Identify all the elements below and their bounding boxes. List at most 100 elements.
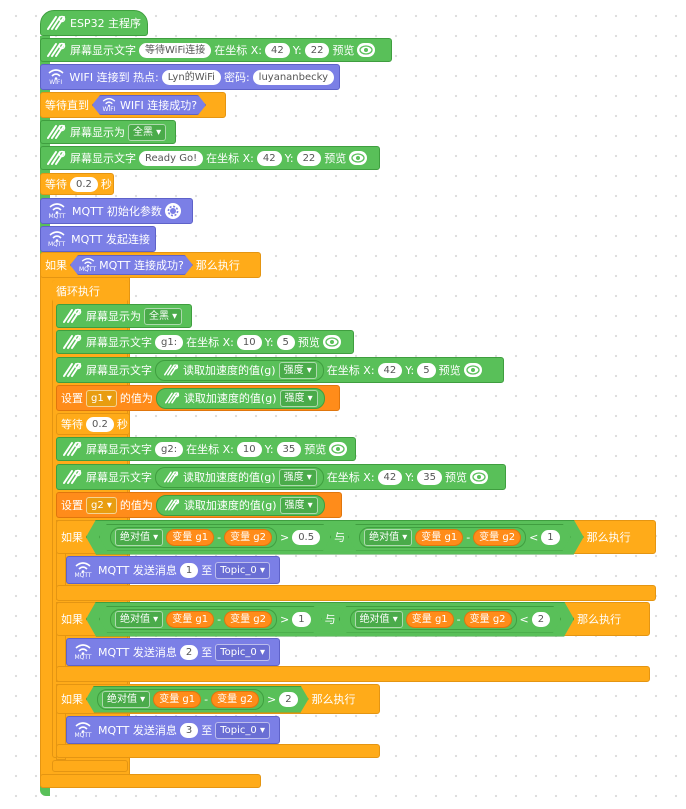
screen-show-text-block[interactable]: 屏幕显示文字 读取加速度的值(g) 强度 ▾ 在坐标 X: 42 Y: 5 预览	[56, 357, 504, 383]
abs-dropdown[interactable]: 绝对值 ▾	[355, 611, 403, 628]
mqtt-send-block[interactable]: MQTT MQTT 发送消息 3 至 Topic_0 ▾	[66, 716, 280, 744]
loop-forever-header[interactable]: 循环执行	[52, 280, 128, 302]
topic-dropdown[interactable]: Topic_0 ▾	[215, 561, 270, 579]
text-input[interactable]: g1:	[155, 334, 184, 350]
wait-seconds-block[interactable]: 等待 0.2 秒	[56, 413, 130, 435]
if-block-3-header[interactable]: 如果 绝对值 ▾ 变量 g1 - 变量 g2 > 2 那么执行	[56, 684, 380, 714]
wait-seconds-block[interactable]: 等待 0.2 秒	[40, 173, 114, 195]
screen-fill-block[interactable]: 屏幕显示为 全黑 ▾	[40, 120, 176, 144]
variable-g2[interactable]: 变量 g2	[464, 611, 512, 628]
mqtt-init-block[interactable]: MQTT MQTT 初始化参数	[40, 198, 193, 224]
x-input[interactable]: 42	[256, 150, 282, 166]
read-accel-reporter[interactable]: 读取加速度的值(g) 强度 ▾	[155, 466, 324, 488]
variable-g2[interactable]: 变量 g2	[224, 611, 272, 628]
topic-dropdown[interactable]: Topic_0 ▾	[215, 721, 270, 739]
variable-g1[interactable]: 变量 g1	[406, 611, 454, 628]
abs-reporter[interactable]: 绝对值 ▾ 变量 g1 - 变量 g2	[110, 527, 277, 548]
set-variable-block[interactable]: 设置 g2 ▾ 的值为 读取加速度的值(g) 强度 ▾	[56, 492, 342, 518]
text-input[interactable]: g2:	[155, 441, 184, 457]
eye-icon[interactable]	[329, 442, 348, 456]
greater-than-condition[interactable]: 绝对值 ▾ 变量 g1 - 变量 g2 > 1	[99, 606, 322, 633]
screen-show-text-block[interactable]: 屏幕显示文字 等待WiFi连接 在坐标 X: 42 Y: 22 预览	[40, 38, 392, 62]
x-input[interactable]: 42	[377, 362, 403, 378]
abs-reporter[interactable]: 绝对值 ▾ 变量 g1 - 变量 g2	[350, 609, 517, 630]
greater-than-condition[interactable]: 绝对值 ▾ 变量 g1 - 变量 g2 > 2	[86, 686, 309, 713]
set-variable-block[interactable]: 设置 g1 ▾ 的值为 读取加速度的值(g) 强度 ▾	[56, 385, 340, 411]
screen-show-text-block[interactable]: 屏幕显示文字 读取加速度的值(g) 强度 ▾ 在坐标 X: 42 Y: 35 预…	[56, 464, 506, 490]
less-than-condition[interactable]: 绝对值 ▾ 变量 g1 - 变量 g2 < 1	[348, 524, 571, 551]
wait-until-block[interactable]: 等待直到 WIFI WIFI 连接成功?	[40, 92, 226, 118]
message-input[interactable]: 2	[179, 644, 199, 660]
less-than-condition[interactable]: 绝对值 ▾ 变量 g1 - 变量 g2 < 2	[339, 606, 562, 633]
gear-icon[interactable]	[164, 203, 181, 219]
variable-g1[interactable]: 变量 g1	[166, 611, 214, 628]
variable-g1[interactable]: 变量 g1	[415, 529, 463, 546]
accel-kind-dropdown[interactable]: 强度 ▾	[278, 361, 317, 379]
abs-reporter[interactable]: 绝对值 ▾ 变量 g1 - 变量 g2	[110, 609, 277, 630]
x-input[interactable]: 42	[377, 469, 403, 485]
x-input[interactable]: 10	[236, 334, 262, 350]
fill-mode-dropdown[interactable]: 全黑 ▾	[128, 123, 167, 141]
y-input[interactable]: 5	[276, 334, 295, 350]
variable-g1[interactable]: 变量 g1	[153, 691, 201, 708]
abs-dropdown[interactable]: 绝对值 ▾	[115, 611, 163, 628]
variable-g1[interactable]: 变量 g1	[166, 529, 214, 546]
text-input[interactable]: Ready Go!	[139, 150, 204, 166]
seconds-input[interactable]: 0.2	[86, 416, 114, 432]
y-input[interactable]: 22	[304, 42, 330, 58]
abs-reporter[interactable]: 绝对值 ▾ 变量 g1 - 变量 g2	[359, 527, 526, 548]
fill-mode-dropdown[interactable]: 全黑 ▾	[144, 307, 183, 325]
eye-icon[interactable]	[349, 151, 368, 165]
password-input[interactable]: luyananbecky	[252, 69, 334, 85]
text-input[interactable]: 等待WiFi连接	[139, 42, 212, 58]
seconds-input[interactable]: 0.2	[70, 176, 98, 192]
screen-show-text-block[interactable]: 屏幕显示文字 Ready Go! 在坐标 X: 42 Y: 22 预览	[40, 146, 380, 170]
accel-kind-dropdown[interactable]: 强度 ▾	[278, 468, 317, 486]
y-input[interactable]: 35	[276, 441, 302, 457]
if-block-2-header[interactable]: 如果 绝对值 ▾ 变量 g1 - 变量 g2 > 1 与 绝对值 ▾ 变量 g1…	[56, 602, 650, 636]
ssid-input[interactable]: Lyn的WiFi	[161, 69, 221, 85]
threshold-input[interactable]: 1	[541, 530, 559, 545]
variable-g2[interactable]: 变量 g2	[224, 529, 272, 546]
x-input[interactable]: 42	[265, 42, 290, 58]
threshold-input[interactable]: 1	[292, 612, 310, 627]
read-accel-reporter[interactable]: 读取加速度的值(g) 强度 ▾	[155, 387, 325, 409]
screen-show-text-block[interactable]: 屏幕显示文字 g2: 在坐标 X: 10 Y: 35 预览	[56, 437, 356, 461]
eye-icon[interactable]	[463, 363, 482, 377]
read-accel-reporter[interactable]: 读取加速度的值(g) 强度 ▾	[155, 359, 324, 381]
accel-kind-dropdown[interactable]: 强度 ▾	[279, 496, 318, 514]
mqtt-send-block[interactable]: MQTT MQTT 发送消息 1 至 Topic_0 ▾	[66, 556, 280, 584]
variable-dropdown[interactable]: g2 ▾	[86, 496, 117, 514]
eye-icon[interactable]	[322, 335, 341, 349]
variable-dropdown[interactable]: g1 ▾	[86, 389, 117, 407]
read-accel-reporter[interactable]: 读取加速度的值(g) 强度 ▾	[155, 494, 325, 516]
eye-icon[interactable]	[357, 43, 376, 57]
x-input[interactable]: 10	[236, 441, 262, 457]
if-mqtt-connected-header[interactable]: 如果 MQTT MQTT 连接成功? 那么执行	[40, 252, 261, 278]
main-program-hat-block[interactable]: ESP32 主程序	[40, 10, 148, 36]
greater-than-condition[interactable]: 绝对值 ▾ 变量 g1 - 变量 g2 > 0.5	[99, 524, 331, 551]
mqtt-send-block[interactable]: MQTT MQTT 发送消息 2 至 Topic_0 ▾	[66, 638, 280, 666]
wifi-connect-block[interactable]: WIFI WIFI 连接到 热点: Lyn的WiFi 密码: luyananbe…	[40, 64, 340, 90]
y-input[interactable]: 22	[296, 150, 322, 166]
abs-dropdown[interactable]: 绝对值 ▾	[115, 529, 163, 546]
threshold-input[interactable]: 0.5	[292, 530, 320, 545]
threshold-input[interactable]: 2	[532, 612, 550, 627]
and-condition[interactable]: 绝对值 ▾ 变量 g1 - 变量 g2 > 0.5 与 绝对值 ▾ 变量 g1 …	[86, 520, 584, 555]
abs-dropdown[interactable]: 绝对值 ▾	[364, 529, 412, 546]
accel-kind-dropdown[interactable]: 强度 ▾	[279, 389, 318, 407]
abs-reporter[interactable]: 绝对值 ▾ 变量 g1 - 变量 g2	[97, 689, 264, 710]
mqtt-connected-condition[interactable]: MQTT MQTT 连接成功?	[70, 255, 193, 275]
message-input[interactable]: 3	[179, 722, 199, 738]
screen-fill-block[interactable]: 屏幕显示为 全黑 ▾	[56, 304, 192, 328]
y-input[interactable]: 35	[417, 469, 442, 485]
threshold-input[interactable]: 2	[279, 692, 297, 707]
mqtt-connect-block[interactable]: MQTT MQTT 发起连接	[40, 226, 156, 252]
screen-show-text-block[interactable]: 屏幕显示文字 g1: 在坐标 X: 10 Y: 5 预览	[56, 330, 354, 354]
y-input[interactable]: 5	[417, 362, 436, 378]
if-block-1-header[interactable]: 如果 绝对值 ▾ 变量 g1 - 变量 g2 > 0.5 与 绝对值 ▾ 变量 …	[56, 520, 656, 554]
and-condition[interactable]: 绝对值 ▾ 变量 g1 - 变量 g2 > 1 与 绝对值 ▾ 变量 g1 - …	[86, 602, 574, 637]
eye-icon[interactable]	[469, 470, 488, 484]
variable-g2[interactable]: 变量 g2	[473, 529, 521, 546]
topic-dropdown[interactable]: Topic_0 ▾	[215, 643, 270, 661]
